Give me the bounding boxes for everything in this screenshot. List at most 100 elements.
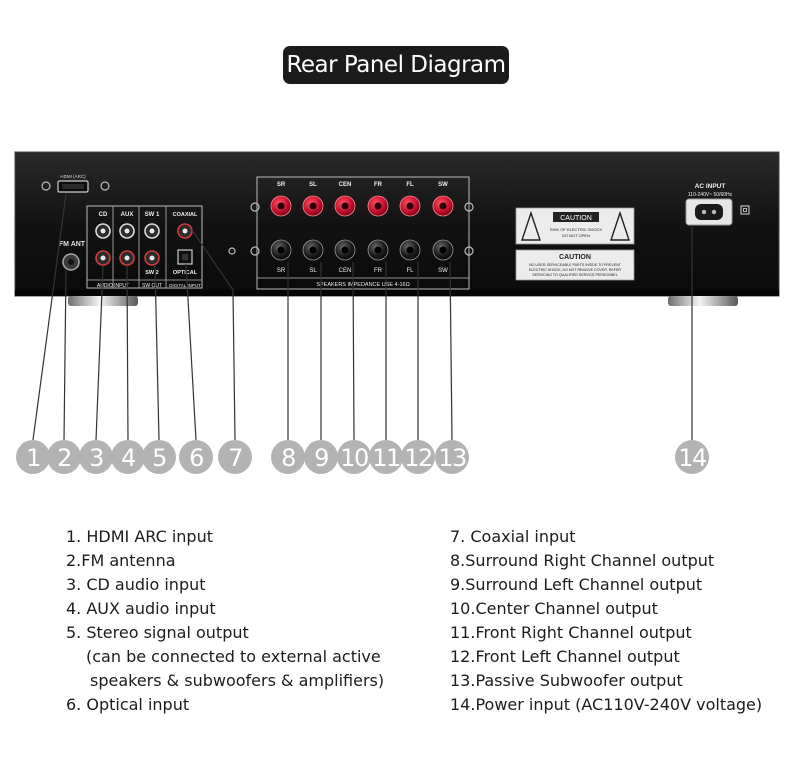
callout-circle bbox=[179, 440, 213, 474]
callout-number: 6 bbox=[189, 444, 203, 472]
warning-triangle-right-icon bbox=[610, 210, 630, 241]
swout-label: SW OUT bbox=[142, 283, 162, 289]
speaker-top-label: SR bbox=[277, 182, 286, 188]
red-binding-post-hole bbox=[277, 202, 285, 210]
legend-item: 5. Stereo signal output bbox=[66, 623, 249, 642]
caution-label-2 bbox=[515, 249, 635, 281]
black-binding-post-hole bbox=[374, 246, 382, 254]
caution-title-box bbox=[553, 212, 599, 222]
legend-item: 7. Coaxial input bbox=[450, 527, 576, 546]
chassis-bottom-strip bbox=[15, 290, 779, 296]
warning-triangle-left-icon bbox=[521, 210, 541, 241]
aux-label: AUX bbox=[121, 212, 134, 218]
callout-number: 11 bbox=[372, 444, 400, 472]
caution-line1: RISK OF ELECTRIC SHOCK bbox=[550, 227, 603, 232]
callout-circle bbox=[401, 440, 435, 474]
callout-circle bbox=[675, 440, 709, 474]
callout-number: 2 bbox=[57, 444, 71, 472]
callout-number: 8 bbox=[281, 444, 295, 472]
legend-left: 1. HDMI ARC input 2.FM antenna 3. CD aud… bbox=[66, 525, 384, 717]
caution2-text1: NO USER-SERVICEABLE PARTS INSIDE.TO PREV… bbox=[529, 263, 622, 267]
red-binding-post-hole bbox=[341, 202, 349, 210]
double-insulation-icon-inner bbox=[743, 208, 747, 212]
callout-circle bbox=[79, 440, 113, 474]
black-binding-post-hole bbox=[341, 246, 349, 254]
speaker-red-posts bbox=[270, 195, 454, 217]
callout-circle bbox=[218, 440, 252, 474]
speakers-impedance-label: SPEAKERS IMPEDANCE USE 4-16Ω bbox=[316, 282, 409, 288]
legend-item: 2.FM antenna bbox=[66, 551, 176, 570]
speaker-top-label: SL bbox=[309, 182, 317, 188]
speaker-block-frame bbox=[256, 176, 470, 290]
red-binding-post-hole bbox=[309, 202, 317, 210]
callout-number: 13 bbox=[438, 444, 466, 472]
legend-item: 14.Power input (AC110V-240V voltage) bbox=[450, 695, 763, 714]
ac-input-label: AC INPUT bbox=[695, 183, 726, 190]
speaker-top-label: CEN bbox=[339, 182, 352, 188]
legend-item: 10.Center Channel output bbox=[450, 599, 658, 618]
legend-item: 1. HDMI ARC input bbox=[66, 527, 213, 546]
optical-port-inner bbox=[182, 254, 188, 260]
caution2-text2: ELECTRIC SHOCK, DO NOT REMOVE COVER. REF… bbox=[529, 268, 621, 272]
chassis-body bbox=[14, 151, 780, 297]
foot-right bbox=[668, 296, 738, 306]
ac-pin-right bbox=[711, 209, 717, 215]
digital-input-label: DIGITAL INPUT bbox=[169, 283, 201, 288]
ac-pin-left bbox=[701, 209, 707, 215]
hdmi-port-inner bbox=[62, 184, 84, 189]
callout-number: 14 bbox=[678, 444, 706, 472]
coaxial-label: COAXIAL bbox=[173, 212, 198, 218]
speaker-bottom-label: SR bbox=[277, 268, 286, 274]
callout-number: 3 bbox=[89, 444, 103, 472]
callout-circle bbox=[304, 440, 338, 474]
callout-circle bbox=[111, 440, 145, 474]
speaker-bottom-label: FR bbox=[374, 268, 383, 274]
legend-item: 6. Optical input bbox=[66, 695, 190, 714]
sw2-label: SW 2 bbox=[145, 270, 158, 276]
leader-lines bbox=[32, 193, 693, 441]
legend-item: 4. AUX audio input bbox=[66, 599, 216, 618]
legend-item: 12.Front Left Channel output bbox=[450, 647, 680, 666]
caution-title: CAUTION bbox=[560, 215, 592, 222]
black-binding-post-hole bbox=[439, 246, 447, 254]
callout-number: 4 bbox=[121, 444, 135, 472]
black-binding-post-hole bbox=[277, 246, 285, 254]
callout-circle bbox=[435, 440, 469, 474]
legend-item: 3. CD audio input bbox=[66, 575, 206, 594]
speaker-bottom-label: SW bbox=[438, 268, 448, 274]
caution2-title: CAUTION bbox=[559, 254, 591, 261]
callout-number: 1 bbox=[26, 444, 40, 472]
callout-number: 7 bbox=[228, 444, 242, 472]
foot-left bbox=[68, 296, 138, 306]
speaker-top-label: SW bbox=[438, 182, 448, 188]
callout-circle bbox=[47, 440, 81, 474]
rear-panel-illustration: HDMI (ARC) FM ANT CD AUX SW 1 COAXIAL SW… bbox=[14, 151, 780, 474]
double-insulation-icon bbox=[740, 205, 750, 215]
black-binding-post-hole bbox=[309, 246, 317, 254]
red-binding-post-hole bbox=[374, 202, 382, 210]
speaker-bottom-label: CEN bbox=[339, 268, 352, 274]
callout-number: 5 bbox=[152, 444, 166, 472]
legend-item-note: (can be connected to external active bbox=[86, 647, 381, 666]
input-box-frame bbox=[86, 205, 203, 289]
ac-socket-inner bbox=[695, 204, 723, 220]
speaker-bottom-label: FL bbox=[406, 268, 414, 274]
diagram-title: Rear Panel Diagram bbox=[283, 46, 509, 84]
ac-rating-label: 110-240V~ 50/60Hz bbox=[688, 192, 733, 198]
callout-circle bbox=[369, 440, 403, 474]
speaker-bottom-label: SL bbox=[309, 268, 317, 274]
speaker-bottom-labels: SR SL CEN FR FL SW bbox=[277, 268, 448, 274]
hdmi-label: HDMI (ARC) bbox=[60, 174, 86, 179]
fm-antenna-jack-center bbox=[68, 259, 74, 265]
red-binding-post-hole bbox=[406, 202, 414, 210]
audio-input-label: AUDIO INPUT bbox=[97, 283, 129, 289]
callout-number: 9 bbox=[314, 444, 328, 472]
rca-jacks bbox=[95, 223, 193, 266]
legend-item: 8.Surround Right Channel output bbox=[450, 551, 715, 570]
legend-right: 7. Coaxial input 8.Surround Right Channe… bbox=[450, 525, 762, 717]
black-binding-post-hole bbox=[406, 246, 414, 254]
caution2-text3: SERVICING TO QUALIFIED SERVICE PERSONNEL bbox=[532, 273, 617, 277]
callout-circle bbox=[16, 440, 50, 474]
fm-label: FM ANT bbox=[59, 241, 86, 248]
